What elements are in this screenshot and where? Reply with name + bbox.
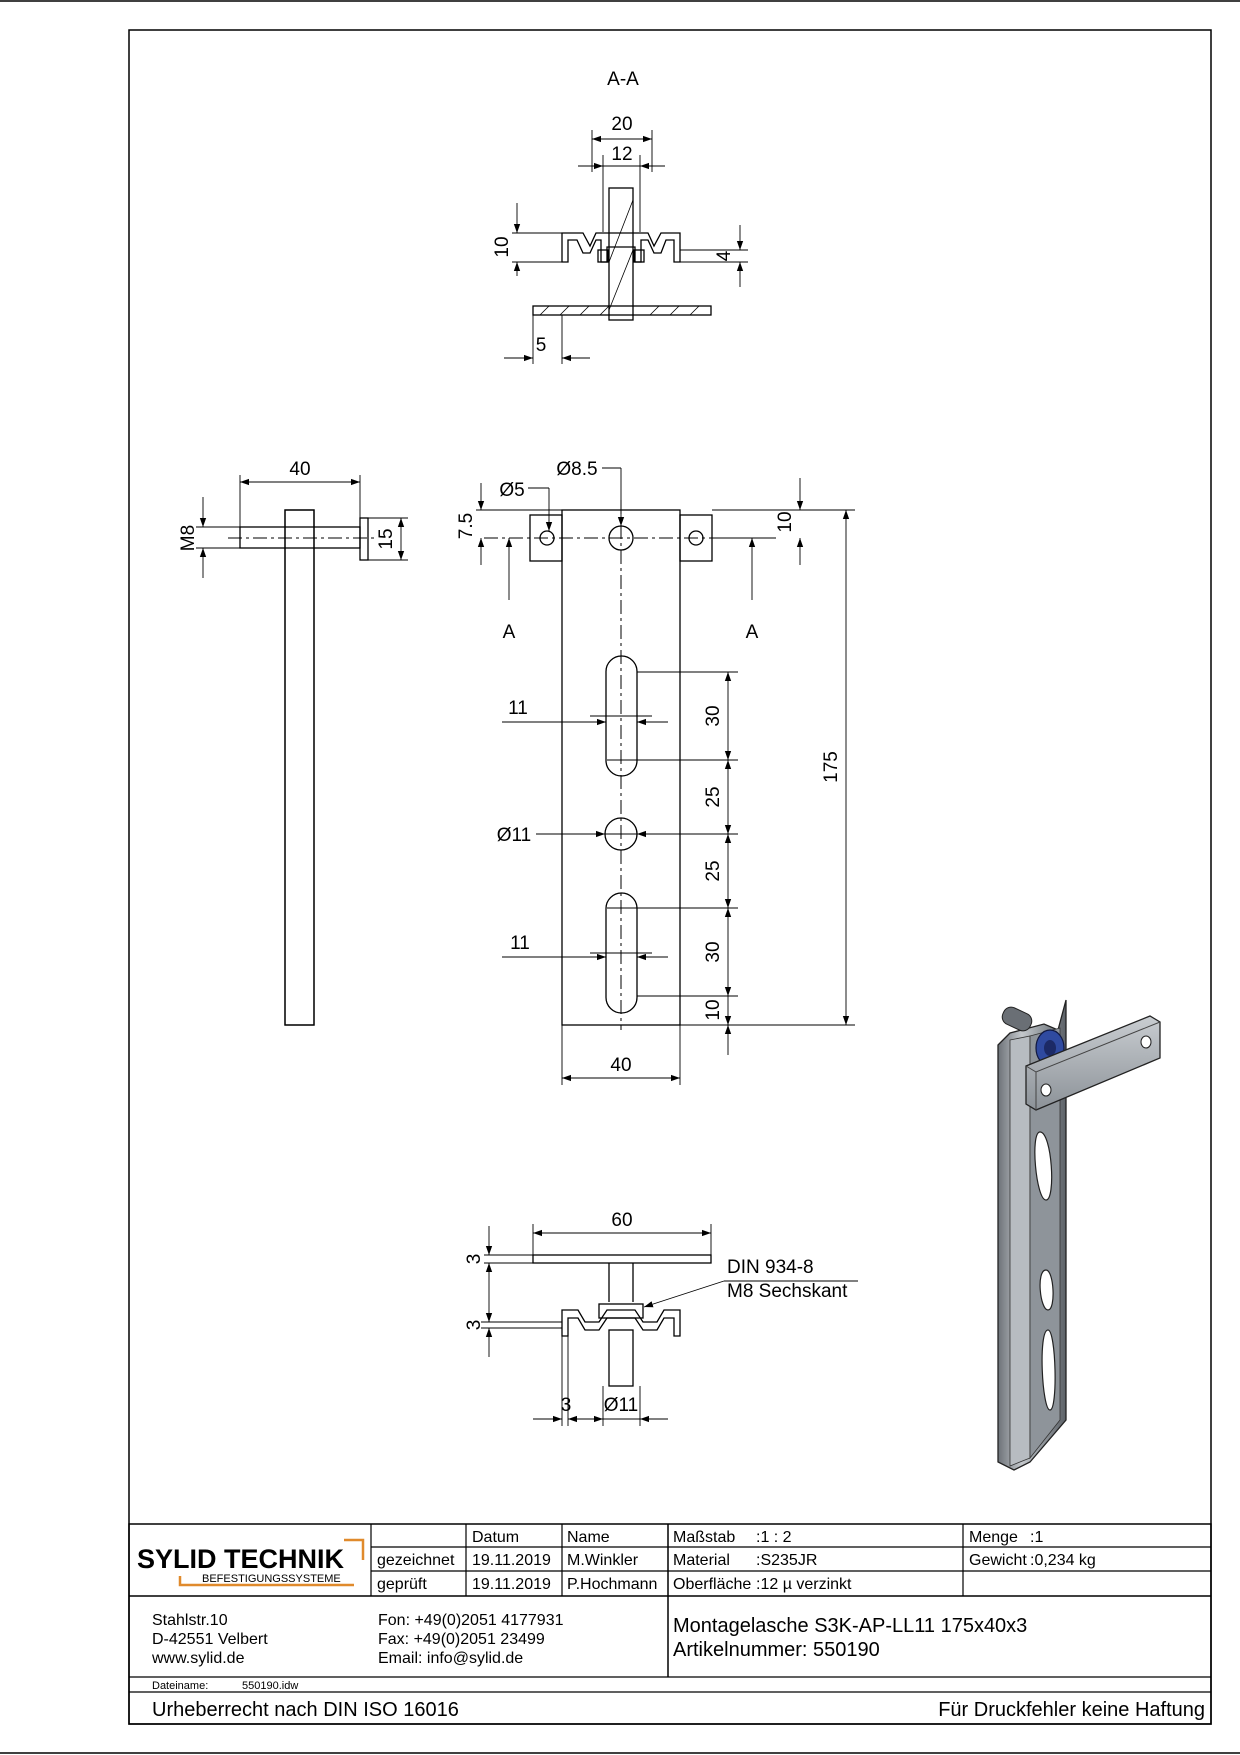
nut-iso-center bbox=[1044, 1040, 1056, 1056]
footer-disclaimer: Für Druckfehler keine Haftung bbox=[938, 1699, 1205, 1721]
dim-25-lower: 25 bbox=[703, 860, 724, 881]
nut bbox=[633, 249, 645, 263]
iso-3d-view bbox=[997, 999, 1161, 1471]
row-checked-name: P.Hochmann bbox=[567, 1576, 657, 1593]
dim-3-upper: 3 bbox=[464, 1254, 485, 1265]
logo-subtitle: BEFESTIGUNGSSYSTEME bbox=[202, 1573, 341, 1585]
nut bbox=[597, 249, 609, 263]
dim-m8: M8 bbox=[178, 525, 199, 551]
file-value: 550190.idw bbox=[242, 1680, 298, 1692]
dim-40-side: 40 bbox=[289, 459, 310, 480]
bracket-side-outline bbox=[284, 509, 315, 1026]
dim-60: 60 bbox=[611, 1210, 632, 1231]
dim-30-lower: 30 bbox=[703, 941, 724, 962]
bracket-hole-left bbox=[1040, 1083, 1052, 1097]
header-name: Name bbox=[567, 1529, 610, 1546]
contact-email: Email: info@sylid.de bbox=[378, 1650, 523, 1667]
row-drawn-date: 19.11.2019 bbox=[472, 1552, 551, 1569]
product-article: Artikelnummer: 550190 bbox=[673, 1639, 880, 1661]
rail-slot-upper bbox=[1034, 1131, 1053, 1201]
dim-10-bottom: 10 bbox=[703, 999, 724, 1020]
footer-copyright: Urheberrecht nach DIN ISO 16016 bbox=[152, 1699, 459, 1721]
rail-hole bbox=[1039, 1269, 1054, 1311]
dim-20: 20 bbox=[611, 114, 632, 135]
section-view-a-a: A-A 20 12 bbox=[492, 69, 748, 364]
stem bbox=[608, 187, 634, 321]
dim-40-front: 40 bbox=[610, 1055, 631, 1076]
product-name: Montagelasche S3K-AP-LL11 175x40x3 bbox=[673, 1615, 1027, 1637]
bracket-hole-right bbox=[1140, 1035, 1152, 1049]
contact-fax: Fax: +49(0)2051 23499 bbox=[378, 1631, 545, 1648]
dim-15: 15 bbox=[376, 528, 397, 549]
dim-d11-front: Ø11 bbox=[497, 825, 532, 846]
dim-175: 175 bbox=[821, 751, 842, 783]
side-view: 40 M8 15 bbox=[178, 459, 408, 1026]
dim-slot-11-upper: 11 bbox=[508, 698, 528, 719]
plate-section bbox=[532, 305, 712, 316]
logo-accent-top bbox=[344, 1538, 365, 1560]
dim-30-upper: 30 bbox=[703, 705, 724, 726]
address-city: D-42551 Velbert bbox=[152, 1631, 268, 1648]
file-label: Dateiname: bbox=[152, 1680, 208, 1692]
callout-din: DIN 934-8 bbox=[727, 1257, 814, 1278]
dim-3-lower: 3 bbox=[464, 1320, 485, 1331]
drawing-border bbox=[128, 29, 1212, 1725]
row-checked-date: 19.11.2019 bbox=[472, 1576, 551, 1593]
scale-value: :1 : 2 bbox=[756, 1529, 792, 1546]
dim-10-top: 10 bbox=[775, 511, 796, 532]
scale-label: Maßstab bbox=[673, 1529, 735, 1546]
bracket-side bbox=[284, 509, 315, 1026]
surface-value: :12 µ verzinkt bbox=[756, 1576, 852, 1593]
contact-phone: Fon: +49(0)2051 4177931 bbox=[378, 1612, 564, 1629]
qty-label: Menge bbox=[969, 1529, 1018, 1546]
surface-label: Oberfläche bbox=[673, 1576, 751, 1593]
bolt-shank bbox=[608, 1329, 634, 1387]
title-block-frame bbox=[128, 1523, 1212, 1725]
header-datum: Datum bbox=[472, 1529, 519, 1546]
address-street: Stahlstr.10 bbox=[152, 1612, 228, 1629]
logo-text: SYLID TECHNIK bbox=[137, 1544, 345, 1574]
callout-m8: M8 Sechskant bbox=[727, 1281, 848, 1302]
callout-leader bbox=[643, 1280, 725, 1308]
bolt-head bbox=[359, 517, 369, 561]
dim-7-5: 7.5 bbox=[456, 513, 477, 539]
weight-label: Gewicht bbox=[969, 1552, 1027, 1569]
bolt-iso bbox=[1001, 1006, 1033, 1032]
dim-10: 10 bbox=[492, 236, 513, 257]
address-web: www.sylid.de bbox=[151, 1650, 245, 1667]
dim-4: 4 bbox=[714, 250, 735, 261]
logo-accent-bottom bbox=[178, 1576, 354, 1587]
rail-bottom bbox=[561, 1309, 681, 1337]
row-drawn-name: M.Winkler bbox=[567, 1552, 639, 1569]
rail-slot-lower bbox=[1041, 1329, 1056, 1411]
plate-hatch bbox=[539, 305, 700, 316]
section-mark-left: A bbox=[503, 622, 516, 643]
dim-d8-5: Ø8.5 bbox=[556, 459, 597, 480]
dim-slot-11-lower: 11 bbox=[510, 933, 530, 954]
hatch bbox=[608, 199, 634, 263]
section-mark-right: A bbox=[746, 622, 759, 643]
material-value: :S235JR bbox=[756, 1552, 817, 1569]
bracket-iso bbox=[1025, 1015, 1161, 1111]
dim-d5: Ø5 bbox=[499, 480, 524, 501]
material-label: Material bbox=[673, 1552, 730, 1569]
plate-top bbox=[532, 1254, 712, 1264]
hatch bbox=[608, 249, 634, 311]
section-title: A-A bbox=[607, 69, 639, 90]
front-view: Ø5 Ø8.5 7.5 A A 10 11 Ø11 11 bbox=[456, 459, 855, 1085]
dim-3-width: 3 bbox=[561, 1395, 572, 1416]
weight-value: :0,234 kg bbox=[1030, 1552, 1096, 1569]
row-drawn-label: gezeichnet bbox=[377, 1552, 455, 1569]
rail-profile bbox=[561, 232, 681, 263]
company-logo: SYLID TECHNIK BEFESTIGUNGSSYSTEME bbox=[137, 1538, 365, 1587]
row-checked-label: geprüft bbox=[377, 1576, 427, 1593]
dim-d11-bottom: Ø11 bbox=[604, 1395, 639, 1416]
bottom-view: 60 3 3 DIN 934-8 M8 Sechskant 3 Ø11 bbox=[464, 1210, 858, 1426]
dim-25-upper: 25 bbox=[703, 786, 724, 807]
dim-12: 12 bbox=[611, 144, 632, 165]
title-block: SYLID TECHNIK BEFESTIGUNGSSYSTEME Datum … bbox=[128, 1523, 1212, 1725]
qty-value: :1 bbox=[1030, 1529, 1043, 1546]
dim-5: 5 bbox=[536, 335, 547, 356]
